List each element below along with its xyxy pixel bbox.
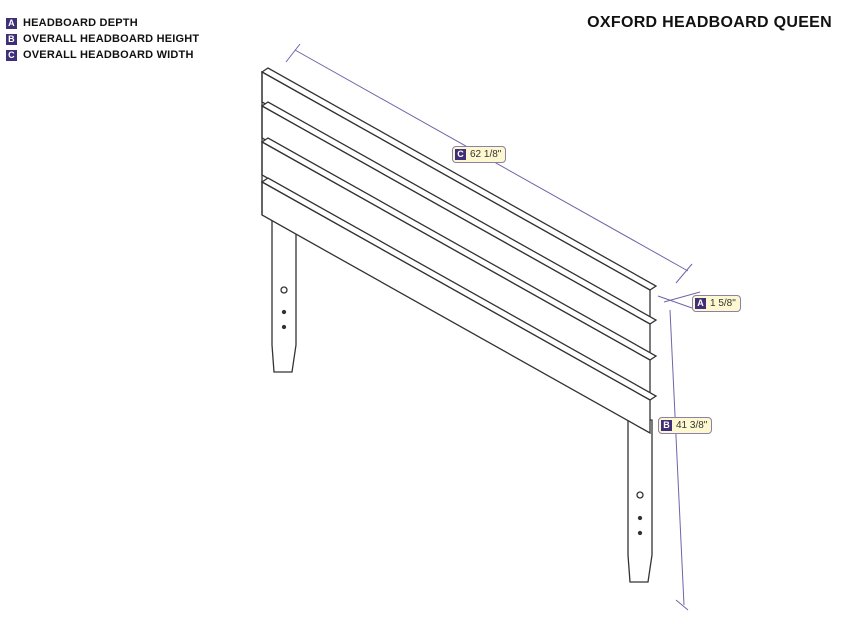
headboard	[260, 67, 658, 583]
legend-key: B	[6, 33, 17, 45]
dimension-key: B	[661, 420, 672, 431]
depth-dimension-line	[657, 295, 693, 309]
legend-item: A HEADBOARD DEPTH	[6, 15, 199, 31]
legend: A HEADBOARD DEPTH B OVERALL HEADBOARD HEIG…	[6, 15, 199, 63]
legend-item: B OVERALL HEADBOARD HEIGHT	[6, 31, 199, 47]
dimension-key: C	[455, 149, 466, 160]
dimension-value: 1 5/8"	[710, 298, 736, 309]
slat	[260, 137, 658, 361]
leg-bolt	[636, 491, 644, 499]
legend-label: HEADBOARD DEPTH	[23, 17, 138, 29]
legend-key: A	[6, 17, 17, 29]
dimension-value: 41 3/8"	[676, 420, 708, 431]
dimension-label-a: A 1 5/8"	[692, 295, 741, 312]
legend-label: OVERALL HEADBOARD HEIGHT	[23, 33, 200, 45]
dimension-label-c: C 62 1/8"	[452, 146, 507, 163]
leg-bolt	[280, 286, 288, 294]
diagram-title: OXFORD HEADBOARD QUEEN	[587, 14, 832, 31]
dimension-value: 62 1/8"	[470, 149, 502, 160]
legend-key: C	[6, 49, 17, 61]
right-leg	[627, 419, 653, 583]
legend-label: OVERALL HEADBOARD WIDTH	[23, 49, 194, 61]
dimension-key: A	[695, 298, 706, 309]
dimension-label-b: B 41 3/8"	[658, 417, 713, 434]
legend-item: C OVERALL HEADBOARD WIDTH	[6, 47, 199, 63]
height-dimension-line	[669, 309, 685, 606]
